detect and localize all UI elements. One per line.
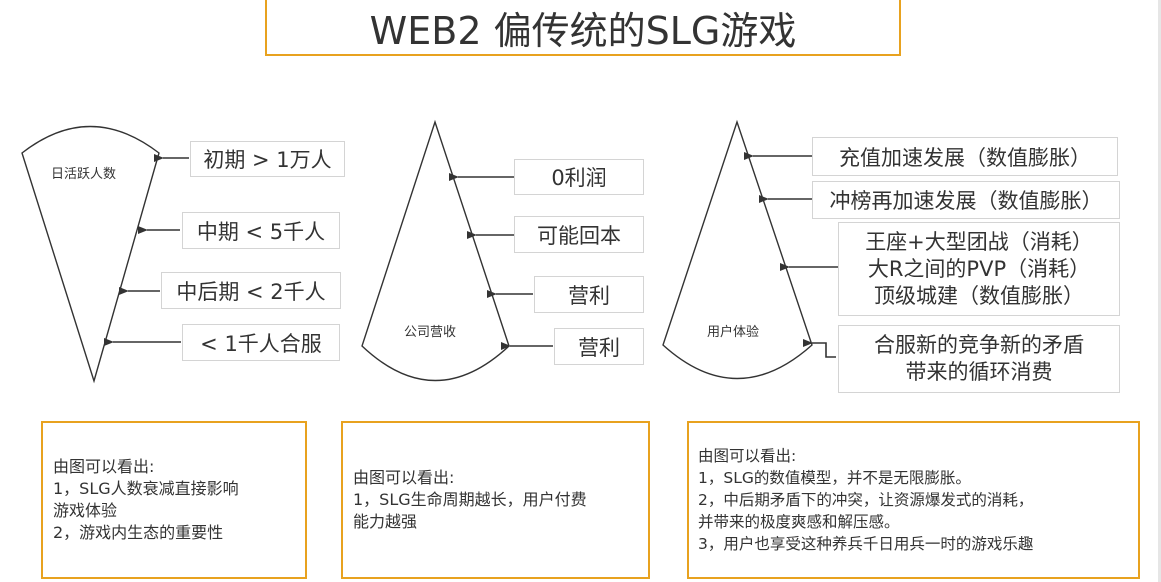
note-revenue-line-2: 1，SLG生命周期越长，用户付费 bbox=[353, 490, 587, 509]
experience-arrows bbox=[744, 152, 838, 358]
page-title-text: WEB2 偏传统的SLG游戏 bbox=[369, 8, 797, 53]
note-dau-line-2: 1，SLG人数衰减直接影响 bbox=[53, 479, 239, 498]
note-experience-line-1: 由图可以看出: bbox=[698, 447, 797, 465]
dau-shape-label: 日活跃人数 bbox=[51, 167, 117, 182]
note-dau-line-3: 游戏体验 bbox=[53, 501, 118, 520]
dau-label-merge: < 1千人合服 bbox=[182, 324, 340, 361]
note-dau-line-1: 由图可以看出: bbox=[53, 457, 155, 476]
revenue-label-zero-profit: 0利润 bbox=[514, 159, 644, 195]
note-box-revenue: 由图可以看出: 1，SLG生命周期越长，用户付费 能力越强 bbox=[341, 421, 650, 579]
experience-label-merge-line-1: 合服新的竞争新的矛盾 bbox=[874, 333, 1084, 357]
revenue-arrows bbox=[449, 173, 553, 350]
revenue-shape-label: 公司营收 bbox=[404, 325, 457, 340]
experience-arrow-4 bbox=[803, 339, 836, 358]
note-experience-line-4: 并带来的极度爽感和解压感。 bbox=[698, 513, 900, 531]
experience-label-recharge: 充值加速发展（数值膨胀） bbox=[812, 137, 1118, 176]
note-experience-line-2: 1，SLG的数值模型，并不是无限膨胀。 bbox=[698, 469, 971, 487]
experience-label-merge: 合服新的竞争新的矛盾 带来的循环消费 bbox=[838, 325, 1120, 393]
experience-cone-shape bbox=[662, 119, 813, 380]
experience-label-recharge-text: 充值加速发展（数值膨胀） bbox=[839, 145, 1091, 170]
revenue-label-break-even: 可能回本 bbox=[514, 216, 644, 253]
experience-shape-label: 用户体验 bbox=[707, 325, 760, 340]
experience-label-ranking: 冲榜再加速发展（数值膨胀） bbox=[812, 181, 1120, 219]
revenue-cone-shape bbox=[361, 119, 510, 382]
revenue-label-profit-2: 营利 bbox=[554, 328, 644, 365]
dau-label-mid: 中期 < 5千人 bbox=[182, 212, 340, 249]
note-box-dau: 由图可以看出: 1，SLG人数衰减直接影响 游戏体验 2，游戏内生态的重要性 bbox=[41, 421, 307, 579]
experience-label-pvp-line-2: 大R之间的PVP（消耗） bbox=[867, 256, 1091, 281]
revenue-label-profit-1: 营利 bbox=[534, 276, 644, 313]
page-edge-divider bbox=[1158, 0, 1161, 582]
experience-label-merge-line-2: 带来的循环消费 bbox=[905, 360, 1053, 384]
experience-label-pvp-line-3: 顶级城建（数值膨胀） bbox=[874, 283, 1084, 308]
experience-label-pvp: 王座+大型团战（消耗） 大R之间的PVP（消耗） 顶级城建（数值膨胀） bbox=[838, 222, 1120, 316]
note-revenue-line-3: 能力越强 bbox=[353, 512, 418, 531]
dau-cone-shape bbox=[21, 125, 160, 384]
experience-label-ranking-text: 冲榜再加速发展（数值膨胀） bbox=[829, 189, 1103, 213]
note-revenue-line-1: 由图可以看出: bbox=[353, 468, 455, 487]
experience-label-pvp-line-1: 王座+大型团战（消耗） bbox=[865, 229, 1093, 254]
dau-label-early: 初期 > 1万人 bbox=[190, 141, 345, 177]
note-dau-line-4: 2，游戏内生态的重要性 bbox=[53, 523, 224, 542]
dau-label-late: 中后期 < 2千人 bbox=[161, 272, 341, 309]
page-title: WEB2 偏传统的SLG游戏 bbox=[265, 0, 901, 56]
note-box-experience: 由图可以看出: 1，SLG的数值模型，并不是无限膨胀。 2，中后期矛盾下的冲突，… bbox=[687, 421, 1140, 579]
note-experience-line-3: 2，中后期矛盾下的冲突，让资源爆发式的消耗， bbox=[698, 491, 1034, 509]
dau-arrows bbox=[104, 154, 189, 346]
note-experience-line-5: 3，用户也享受这种养兵千日用兵一时的游戏乐趣 bbox=[698, 535, 1034, 553]
